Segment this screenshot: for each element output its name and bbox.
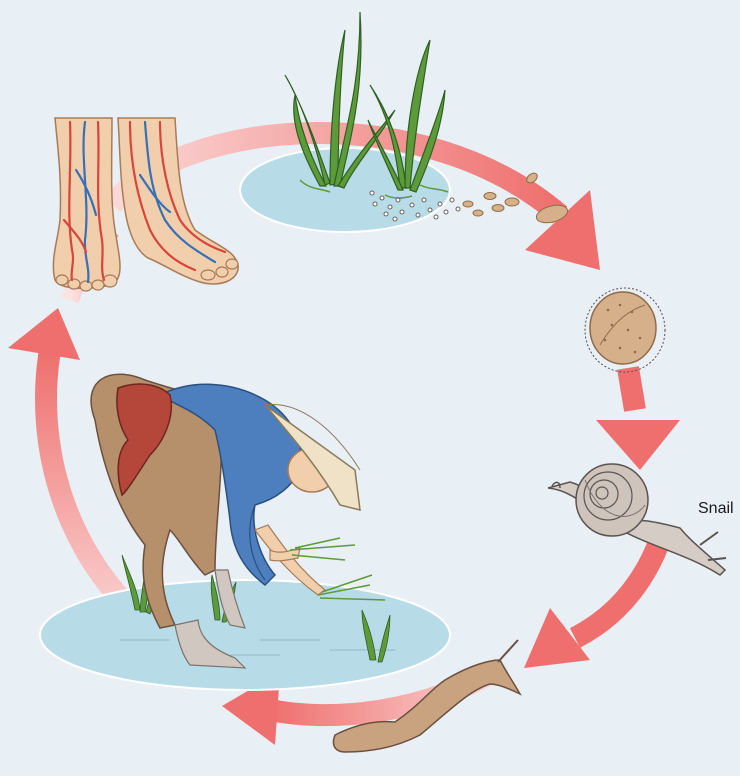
egg-icon bbox=[585, 288, 665, 372]
arrow-head-snail bbox=[596, 420, 680, 470]
snail-icon bbox=[548, 464, 726, 575]
rice-plant-icon bbox=[240, 12, 450, 232]
snail-label: Snail bbox=[698, 500, 734, 517]
arrow-snail-to-cercaria bbox=[575, 545, 658, 638]
arrow-head-left bbox=[8, 308, 80, 360]
arrow-egg-to-snail bbox=[628, 368, 635, 410]
